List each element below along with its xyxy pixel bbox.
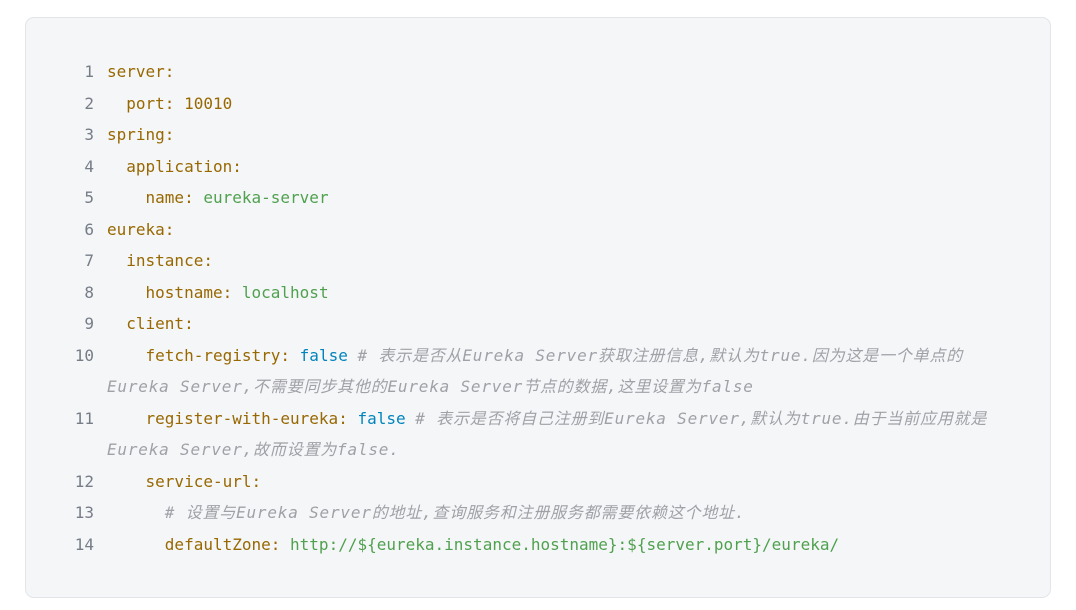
token-key: defaultZone:: [164, 534, 281, 554]
code-line: 12 service-url:: [60, 466, 1022, 498]
token-key: fetch-registry:: [145, 345, 291, 365]
token-plain: [107, 346, 146, 365]
code-line-content: client:: [107, 308, 1022, 340]
code-line: 4 application:: [60, 151, 1022, 183]
token-key: spring:: [107, 125, 175, 144]
line-number: 4: [84, 156, 94, 176]
token-plain: [107, 188, 146, 207]
token-plain: [194, 188, 204, 207]
token-plain: [280, 535, 290, 554]
token-key: client:: [126, 314, 194, 333]
token-boolean: false: [357, 408, 406, 428]
token-string: http://${eureka.instance.hostname}:${ser…: [290, 534, 840, 554]
token-plain: [107, 503, 165, 522]
code-line: 2 port: 10010: [60, 88, 1022, 120]
token-string: localhost: [241, 282, 329, 302]
line-number: 11: [74, 408, 94, 428]
code-line-content: eureka:: [107, 214, 1022, 246]
token-key: eureka:: [107, 219, 175, 239]
token-plain: [406, 409, 416, 428]
code-line-content: # 设置与Eureka Server的地址,查询服务和注册服务都需要依赖这个地址…: [107, 497, 1022, 529]
line-number: 3: [84, 125, 94, 144]
token-plain: [107, 157, 126, 176]
line-number: 10: [74, 345, 94, 365]
token-plain: [107, 314, 126, 333]
code-line-content: defaultZone: http://${eureka.instance.ho…: [107, 529, 1022, 561]
line-number: 1: [84, 62, 94, 81]
token-string: eureka-server: [203, 188, 329, 207]
code-line: 7 instance:: [60, 245, 1022, 277]
token-comment: # 表示是否从Eureka Server获取注册信息,默认为true.因为这是一…: [107, 345, 963, 397]
token-plain: [290, 346, 300, 365]
token-key: application:: [126, 156, 242, 176]
code-line: 1 server:: [60, 56, 1022, 88]
code-line-content: port: 10010: [107, 88, 1022, 120]
code-line: 11 register-with-eureka: false # 表示是否将自己…: [60, 403, 1022, 466]
code-line-content: hostname: localhost: [107, 277, 1022, 309]
line-number: 2: [84, 93, 94, 113]
code-line-content: name: eureka-server: [107, 182, 1022, 214]
code-line: 9 client:: [60, 308, 1022, 340]
token-plain: [107, 283, 146, 302]
code-line: 3 spring:: [60, 119, 1022, 151]
code-line-content: fetch-registry: false # 表示是否从Eureka Serv…: [107, 340, 1022, 403]
token-number: 10010: [184, 93, 233, 113]
token-plain: [107, 94, 126, 113]
token-key: port:: [126, 93, 175, 113]
token-plain: [107, 409, 146, 428]
line-number: 7: [84, 251, 94, 270]
token-key: server:: [107, 62, 175, 81]
code-line: 13 # 设置与Eureka Server的地址,查询服务和注册服务都需要依赖这…: [60, 497, 1022, 529]
token-comment: # 表示是否将自己注册到Eureka Server,默认为true.由于当前应用…: [107, 408, 988, 460]
code-line-content: instance:: [107, 245, 1022, 277]
code-lines: 1 server: 2 port: 10010 3 spring: 4 applicati…: [60, 56, 1022, 560]
code-line-content: application:: [107, 151, 1022, 183]
code-line: 10 fetch-registry: false # 表示是否从Eureka S…: [60, 340, 1022, 403]
token-key: hostname:: [145, 282, 233, 302]
token-comment: # 设置与Eureka Server的地址,查询服务和注册服务都需要依赖这个地址…: [164, 503, 746, 522]
line-number: 6: [84, 219, 94, 239]
token-key: service-url:: [145, 471, 262, 491]
line-number: 8: [84, 282, 94, 302]
line-number: 5: [84, 188, 94, 207]
token-boolean: false: [299, 345, 348, 365]
code-block: 1 server: 2 port: 10010 3 spring: 4 applicati…: [25, 17, 1051, 598]
code-line: 8 hostname: localhost: [60, 277, 1022, 309]
token-key: register-with-eureka:: [145, 408, 348, 428]
code-line-content: service-url:: [107, 466, 1022, 498]
token-key: name:: [145, 188, 194, 207]
code-line: 6 eureka:: [60, 214, 1022, 246]
token-plain: [174, 94, 184, 113]
code-line-content: server:: [107, 56, 1022, 88]
line-number: 13: [74, 503, 94, 522]
token-plain: [107, 535, 165, 554]
token-plain: [232, 283, 242, 302]
token-plain: [107, 251, 126, 270]
code-line: 14 defaultZone: http://${eureka.instance…: [60, 529, 1022, 561]
token-key: instance:: [126, 251, 213, 270]
line-number: 12: [74, 471, 94, 491]
code-line: 5 name: eureka-server: [60, 182, 1022, 214]
code-line-content: spring:: [107, 119, 1022, 151]
code-line-content: register-with-eureka: false # 表示是否将自己注册到…: [107, 403, 1022, 466]
token-plain: [107, 472, 146, 491]
line-number: 14: [74, 534, 94, 554]
line-number: 9: [84, 314, 94, 333]
